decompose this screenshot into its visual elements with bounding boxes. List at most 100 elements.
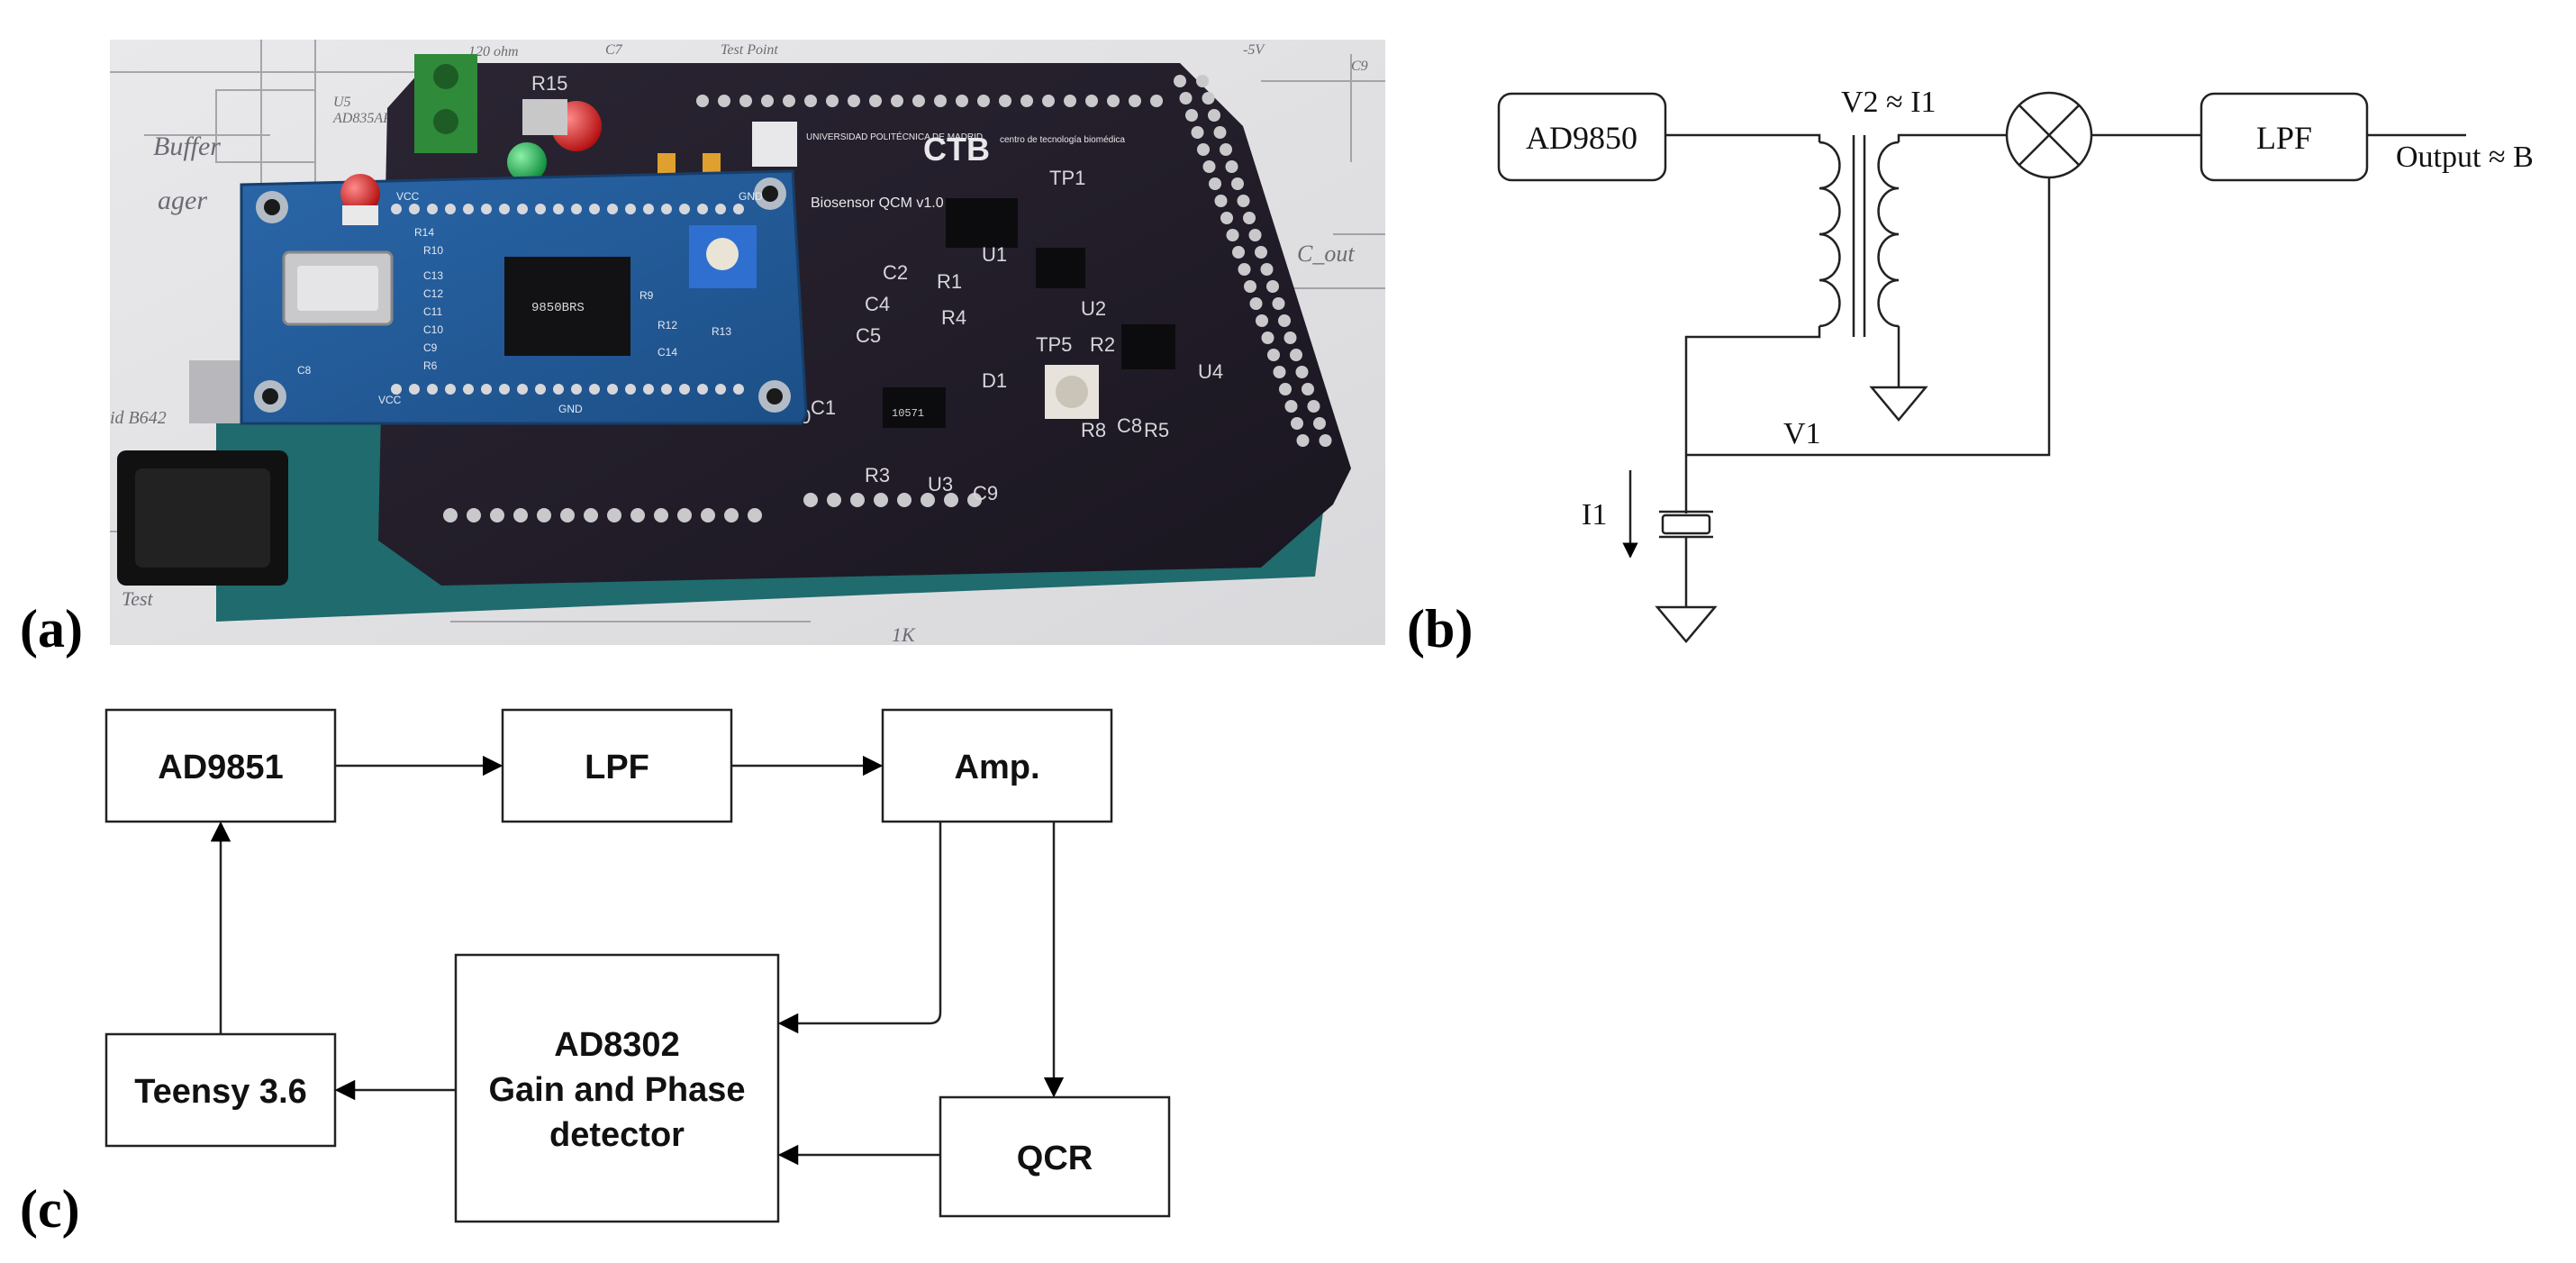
pcb-silkscreen-label: R8 <box>1081 419 1106 441</box>
dds-silkscreen-label: C11 <box>423 305 442 318</box>
dds-silkscreen-label: R12 <box>658 319 677 332</box>
c-label-amp: Amp. <box>955 749 1040 786</box>
pcb-silkscreen-label: R5 <box>1144 419 1169 441</box>
b-label-ad9850: AD9850 <box>1526 120 1637 156</box>
pcb-silkscreen-label: C8 <box>1117 414 1142 437</box>
c-label-ad8302-3: detector <box>549 1116 685 1154</box>
c-arrow-amp-ad8302 <box>777 822 942 1034</box>
b-ground-left <box>1655 605 1718 643</box>
panel-label-b: (b) <box>1407 599 1473 659</box>
b-crystal-qcr <box>1661 513 1711 535</box>
pcb-logo: UNIVERSIDAD POLITÉCNICA DE MADRID CTB ce… <box>752 122 1125 211</box>
sheet-text-resistor: 120 ohm <box>468 44 519 59</box>
b-wire-secondary-to-mixer <box>1897 133 2007 142</box>
c-block-ad8302 <box>454 953 780 1223</box>
pcb-logo-university: UNIVERSIDAD POLITÉCNICA DE MADRID <box>806 131 983 142</box>
panel-c-diagram <box>104 708 1171 1223</box>
pcb-board-name: Biosensor QCM v1.0 <box>811 195 944 211</box>
pcb-logo-ctb-sub: centro de tecnología biomédica <box>1000 135 1125 145</box>
dds-silkscreen-label: C13 <box>423 269 443 282</box>
pcb-silkscreen-label: U4 <box>1198 360 1223 383</box>
sheet-text-test: Test <box>122 587 154 610</box>
sheet-text-cap: C7 <box>605 42 623 58</box>
pcb-silkscreen-label: R2 <box>1090 333 1115 356</box>
sheet-text-1k: 1K <box>892 623 916 646</box>
b-wire-primary-to-node <box>1684 326 1821 513</box>
dds-silkscreen-label: VCC <box>396 190 420 203</box>
pcb-silkscreen-label: R15 <box>531 72 567 95</box>
c-label-qcr: QCR <box>1017 1140 1093 1177</box>
pin-header-right <box>1174 75 1332 447</box>
pcb-silkscreen-label: TP5 <box>1036 333 1072 356</box>
panel-label-c: (c) <box>20 1179 80 1239</box>
dds-silkscreen-label: C8 <box>297 364 312 377</box>
b-wire-v1 <box>1686 177 2051 457</box>
dds-silkscreen-label: C9 <box>423 341 438 354</box>
ic-u2 <box>1036 248 1085 288</box>
pcb-silkscreen-label: C9 <box>973 482 998 504</box>
dds-silkscreen-label: R10 <box>423 244 443 257</box>
b-ground-right <box>1869 386 1928 422</box>
dds-silkscreen-label: VCC <box>378 394 402 406</box>
sheet-text-voltage: -5V <box>1243 42 1265 58</box>
pcb-silkscreen-label: C2 <box>883 261 908 284</box>
pin-header-bottom <box>443 493 982 522</box>
led-red-module <box>340 174 380 214</box>
dds-silkscreen-label: R9 <box>639 289 654 302</box>
sheet-text-c9: C9 <box>1351 59 1368 74</box>
sheet-text-cout: C_out <box>1297 241 1355 267</box>
c-label-ad8302-1: AD8302 <box>554 1026 679 1064</box>
ic-u3-code: 10571 <box>892 407 924 420</box>
panel-a-photo: 120 ohm Test Point C7 U5 AD835AR -5V C9 … <box>110 40 1385 646</box>
b-block-ad9850 <box>1497 92 1667 182</box>
dds-silkscreen-label: R13 <box>712 325 731 338</box>
b-label-v2: V2 ≈ I1 <box>1841 86 1937 119</box>
sheet-text-u5: U5 <box>333 95 351 110</box>
b-block-lpf <box>2200 92 2369 182</box>
b-transformer-secondary <box>1877 141 1900 328</box>
dds-silkscreen-label: GND <box>558 403 583 415</box>
pcb-silkscreen-label: C1 <box>811 396 836 419</box>
sheet-text-ad835: AD835AR <box>332 111 392 126</box>
b-label-lpf: LPF <box>2256 120 2312 156</box>
pcb-silkscreen-label: U2 <box>1081 297 1106 320</box>
dds-silkscreen-label: GND <box>739 190 763 203</box>
ic-u3 <box>883 387 946 428</box>
panel-label-a: (a) <box>20 599 83 659</box>
b-label-i1: I1 <box>1582 498 1607 532</box>
sheet-text-bid: id B642 <box>110 408 167 428</box>
dds-chip <box>504 257 630 356</box>
dds-silkscreen-label: C14 <box>658 346 677 359</box>
pcb-silkscreen-label: C5 <box>856 324 881 347</box>
dds-chip-text: 9850BRS <box>531 301 585 315</box>
pcb-silkscreen-label: U1 <box>982 243 1007 266</box>
panel-b-texts: AD9850 LPF V2 ≈ I1 V1 I1 Output ≈ B <box>1526 86 2534 532</box>
c-label-ad8302-2: Gain and Phase <box>488 1071 745 1109</box>
pcb-silkscreen-label: TP1 <box>1049 167 1085 189</box>
dds-silkscreen-label: R14 <box>414 226 434 239</box>
b-label-output: Output ≈ B <box>2396 141 2534 174</box>
ic-u1 <box>946 198 1018 248</box>
sheet-text-ager: ager <box>158 186 207 215</box>
pcb-silkscreen-label: R1 <box>937 270 962 293</box>
pcb-silkscreen-label: R4 <box>941 306 966 329</box>
panel-b-schematic <box>1497 91 2466 643</box>
c-label-teensy: Teensy 3.6 <box>134 1073 307 1111</box>
dds-silkscreen-label: R6 <box>423 359 438 372</box>
dds-silkscreen-label: C12 <box>423 287 443 300</box>
ic-u4 <box>1121 324 1175 369</box>
pcb-silkscreen-label: U3 <box>928 473 953 495</box>
b-wire-source-to-primary <box>1665 133 1821 142</box>
sheet-texts: 120 ohm Test Point C7 U5 AD835AR -5V C9 … <box>110 42 1368 646</box>
pcb-silkscreen-label: R3 <box>865 464 890 486</box>
pcb-silkscreen-label: C4 <box>865 293 890 315</box>
b-label-v1: V1 <box>1783 417 1821 450</box>
dds-silkscreen-label: C10 <box>423 323 443 336</box>
c-label-ad9851: AD9851 <box>158 749 283 786</box>
pcb-silkscreen-label: D1 <box>982 369 1007 392</box>
panel-c-texts: AD9851 LPF Amp. Teensy 3.6 AD8302 Gain a… <box>134 749 1093 1177</box>
pcb-logo-ctb: CTB <box>923 131 990 168</box>
